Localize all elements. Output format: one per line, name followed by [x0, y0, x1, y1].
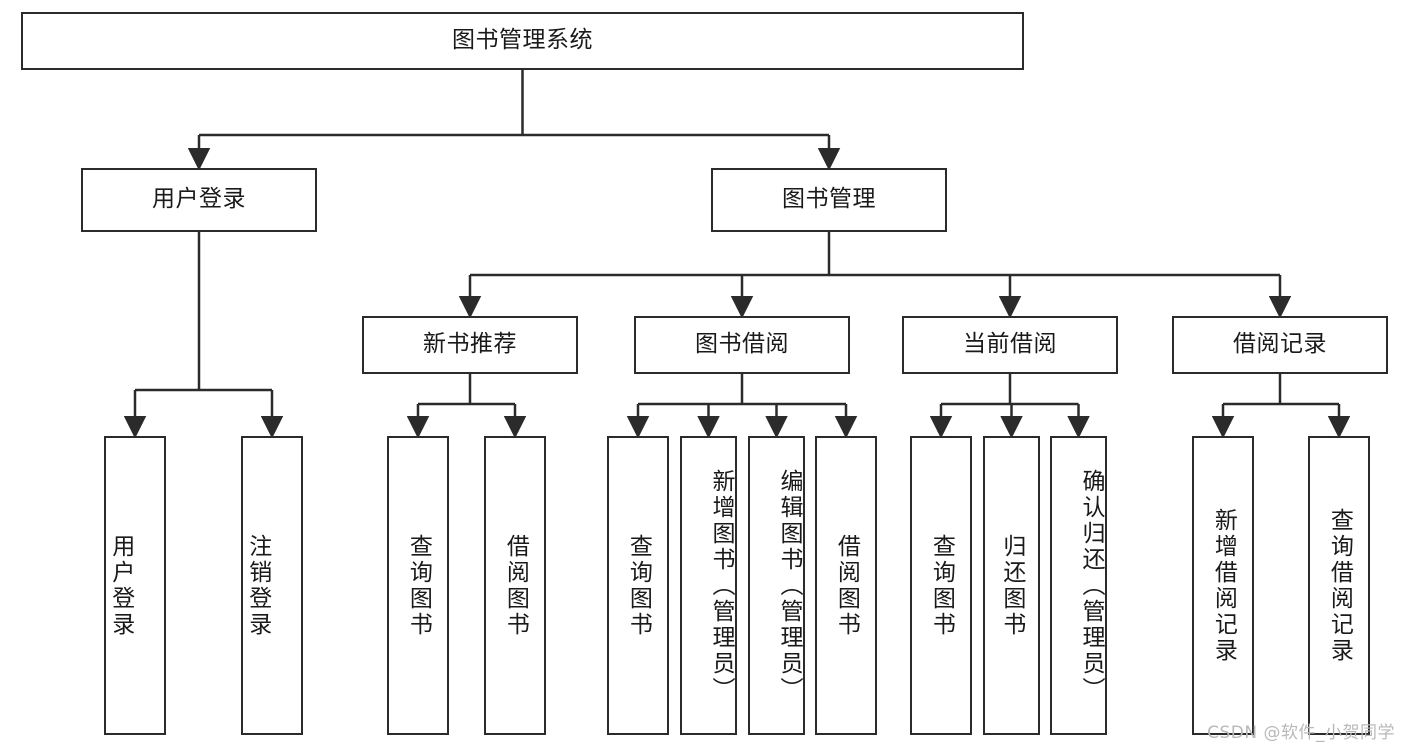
node-book-manage[interactable]: 图书管理	[711, 168, 947, 232]
node-label: 用户登录	[152, 186, 246, 213]
node-leaf-borrow-1[interactable]: 借阅图书	[484, 436, 546, 735]
node-label: 新增借阅记录	[1210, 507, 1237, 664]
node-leaf-edit-book[interactable]: 编辑图书（管理员）	[748, 436, 805, 735]
node-leaf-add-rec[interactable]: 新增借阅记录	[1192, 436, 1254, 735]
node-leaf-add-book[interactable]: 新增图书（管理员）	[680, 436, 737, 735]
node-label: 注销登录	[244, 533, 271, 638]
node-user-login[interactable]: 用户登录	[81, 168, 317, 232]
node-root[interactable]: 图书管理系统	[21, 12, 1024, 70]
node-label: 编辑图书（管理员）	[776, 468, 802, 703]
node-label: 借阅图书	[502, 533, 529, 638]
node-label: 查询借阅记录	[1326, 507, 1353, 664]
node-borrow-record[interactable]: 借阅记录	[1172, 316, 1388, 374]
node-label: 查询图书	[405, 533, 432, 638]
node-label: 归还图书	[998, 533, 1025, 638]
node-label: 新增图书（管理员）	[708, 468, 734, 703]
node-leaf-query-3[interactable]: 查询图书	[910, 436, 972, 735]
node-label: 用户登录	[107, 533, 134, 638]
node-leaf-user-login[interactable]: 用户登录	[104, 436, 166, 735]
node-label: 新书推荐	[423, 331, 517, 358]
node-current-borrow[interactable]: 当前借阅	[902, 316, 1118, 374]
node-leaf-return[interactable]: 归还图书	[983, 436, 1040, 735]
node-book-borrow[interactable]: 图书借阅	[634, 316, 850, 374]
node-label: 当前借阅	[963, 331, 1057, 358]
node-label: 查询图书	[928, 533, 955, 638]
node-label: 借阅图书	[833, 533, 860, 638]
node-label: 图书借阅	[695, 331, 789, 358]
node-label: 图书管理系统	[452, 27, 593, 54]
csdn-watermark: CSDN @软件_小贺同学	[1207, 723, 1395, 743]
node-leaf-confirm[interactable]: 确认归还（管理员）	[1050, 436, 1107, 735]
node-leaf-borrow-2[interactable]: 借阅图书	[815, 436, 877, 735]
node-label: 查询图书	[625, 533, 652, 638]
node-label: 借阅记录	[1233, 331, 1327, 358]
node-label: 确认归还（管理员）	[1078, 468, 1104, 703]
node-leaf-query-rec[interactable]: 查询借阅记录	[1308, 436, 1370, 735]
node-leaf-logout[interactable]: 注销登录	[241, 436, 303, 735]
node-leaf-query-2[interactable]: 查询图书	[607, 436, 669, 735]
node-leaf-query-1[interactable]: 查询图书	[387, 436, 449, 735]
node-new-book-rec[interactable]: 新书推荐	[362, 316, 578, 374]
node-label: 图书管理	[782, 186, 876, 213]
